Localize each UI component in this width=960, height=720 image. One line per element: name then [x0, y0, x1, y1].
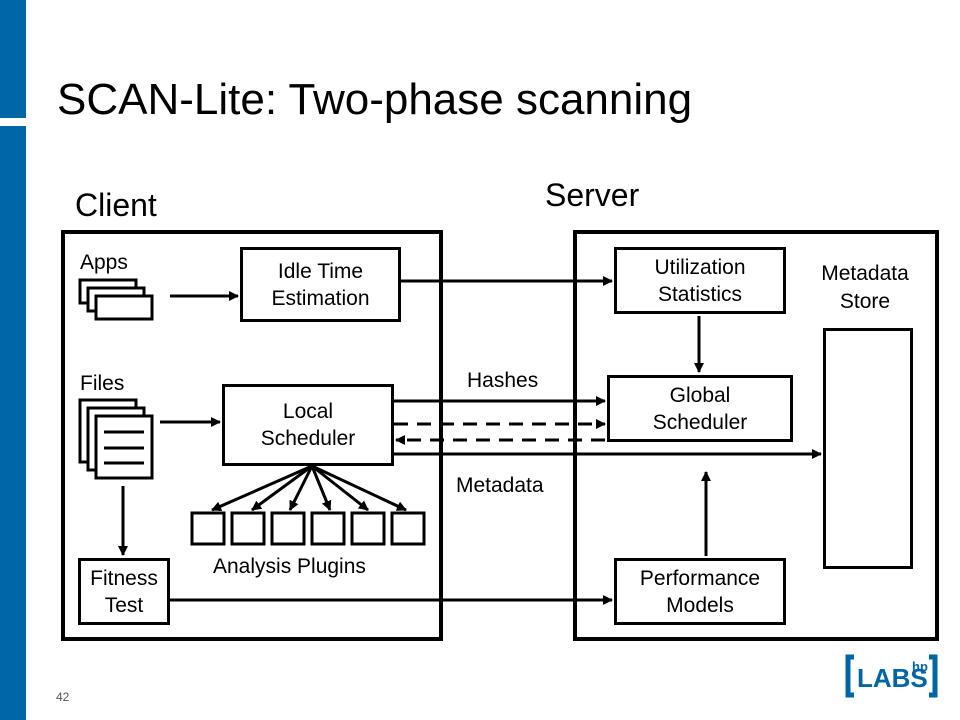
hashes-label: Hashes — [467, 369, 539, 392]
metadata-store-label: Metadata Store — [821, 262, 909, 313]
page-number: 42 — [56, 690, 70, 704]
global-scheduler-box: Global Scheduler — [607, 375, 793, 442]
hp-labs-logo: LABS hp — [845, 654, 938, 698]
plugin-box — [390, 511, 426, 546]
global-scheduler-text: Global Scheduler — [652, 383, 748, 434]
performance-models-box: Performance Models — [614, 558, 786, 625]
slide-title: SCAN-Lite: Two-phase scanning — [57, 75, 693, 124]
accent-bar-top — [0, 0, 26, 118]
metadata-store-box — [823, 328, 913, 569]
local-scheduler-box: Local Scheduler — [222, 384, 394, 466]
apps-icon — [78, 278, 154, 321]
plugin-box — [190, 511, 226, 546]
performance-models-text: Performance Models — [639, 566, 761, 617]
plugin-box — [230, 511, 266, 546]
fitness-test-text: Fitness Test — [90, 566, 158, 617]
plugin-box — [270, 511, 306, 546]
metadata-label: Metadata — [456, 474, 544, 497]
plugin-box — [350, 511, 386, 546]
plugin-fanout-arrows — [211, 464, 407, 512]
local-scheduler-text: Local Scheduler — [260, 400, 356, 450]
fitness-test-box: Fitness Test — [78, 558, 170, 625]
apps-label: Apps — [80, 251, 128, 274]
idle-time-estimation-box: Idle Time Estimation — [240, 247, 401, 322]
utilization-statistics-text: Utilization Statistics — [654, 255, 746, 306]
analysis-plugin-boxes — [190, 511, 426, 546]
logo-superscript: hp — [912, 659, 928, 674]
client-label: Client — [75, 187, 157, 223]
files-icon — [78, 398, 154, 480]
server-label: Server — [545, 177, 640, 213]
idle-time-estimation-text: Idle Time Estimation — [271, 259, 370, 310]
logo-text: LABS — [857, 663, 928, 693]
plugin-box — [310, 511, 346, 546]
utilization-statistics-box: Utilization Statistics — [614, 247, 786, 314]
analysis-plugins-label: Analysis Plugins — [213, 555, 366, 578]
files-label: Files — [80, 372, 125, 395]
accent-bar-bottom — [0, 126, 26, 720]
